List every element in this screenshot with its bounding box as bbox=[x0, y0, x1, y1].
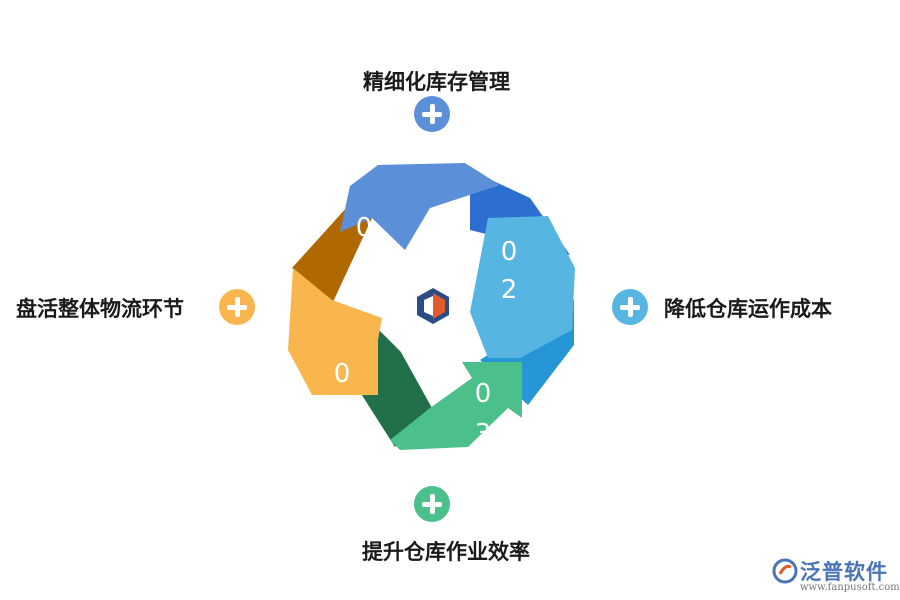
plus-circle-icon bbox=[414, 486, 450, 522]
arrow-3-digit-bottom: 3 bbox=[475, 419, 492, 449]
arrow-4-digit-top: 0 bbox=[334, 359, 351, 389]
plus-circle-icon bbox=[414, 96, 450, 132]
band-top-left bbox=[292, 206, 372, 304]
logo-hexagon-icon bbox=[417, 288, 449, 324]
brand-url: www.fanpusoft.com bbox=[800, 582, 900, 593]
arrow-left bbox=[288, 268, 382, 395]
label-left: 盘活整体物流环节 bbox=[16, 297, 184, 321]
arrow-right bbox=[470, 216, 575, 358]
plus-circle-icon bbox=[219, 289, 255, 325]
label-top: 精细化库存管理 bbox=[363, 70, 510, 94]
arrow-4-digit-bottom: 4 bbox=[334, 397, 351, 427]
arrow-1-digit-top: 0 bbox=[356, 213, 373, 243]
arrow-2-digit-top: 0 bbox=[501, 237, 518, 267]
arrow-1-digit-bottom: 1 bbox=[356, 251, 373, 281]
label-bottom: 提升仓库作业效率 bbox=[362, 540, 530, 564]
brand-name: 泛普软件 bbox=[800, 560, 888, 584]
arrow-bottom bbox=[390, 362, 522, 450]
arrow-2-digit-bottom: 2 bbox=[501, 275, 518, 305]
plus-circle-icon bbox=[612, 289, 648, 325]
arrow-3-digit-top: 0 bbox=[475, 379, 492, 409]
brand-logo-icon bbox=[772, 558, 798, 584]
brand-watermark: 泛普软件 www.fanpusoft.com bbox=[772, 556, 900, 596]
arrow-top bbox=[340, 163, 500, 250]
label-right: 降低仓库运作成本 bbox=[664, 297, 832, 321]
